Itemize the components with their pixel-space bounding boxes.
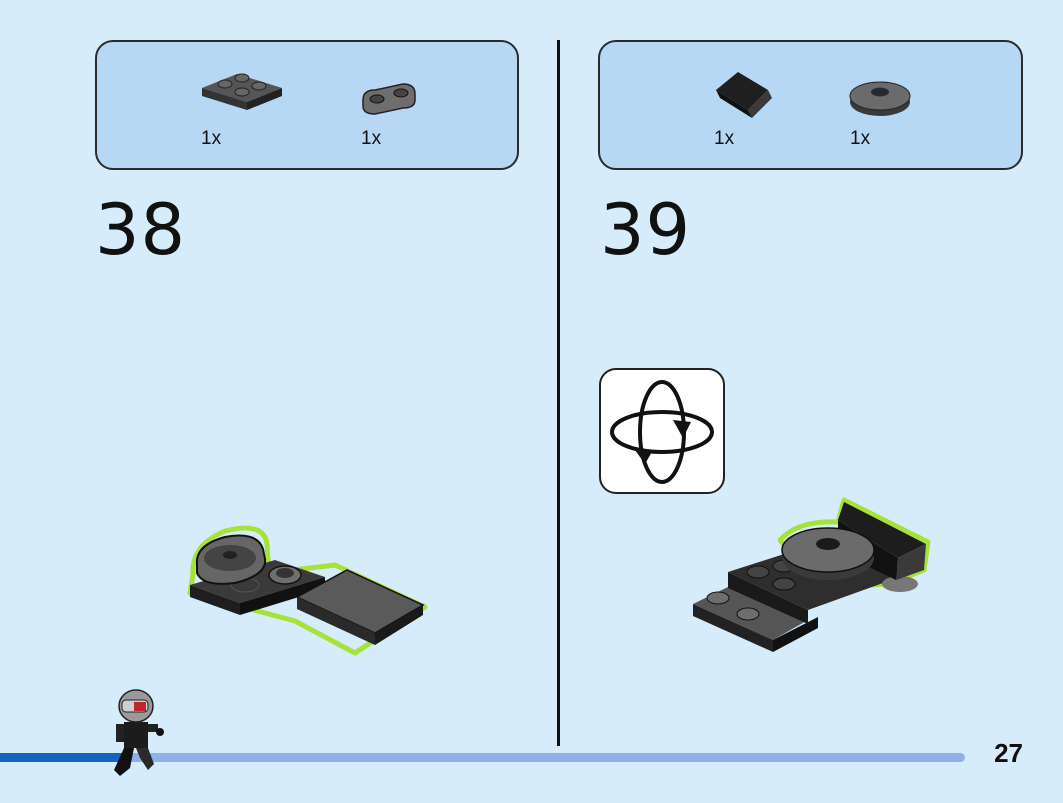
plate-1x2-rounded-icon	[362, 83, 416, 115]
minifigure-icon	[114, 689, 164, 776]
step39-parts-box: 1x 1x	[598, 40, 1023, 170]
slope-brick-icon	[716, 72, 772, 118]
page-number: 27	[994, 738, 1023, 768]
step39-part2-qty: 1x	[850, 128, 871, 149]
plate-2x2-icon	[202, 73, 282, 110]
step38-parts-box: 1x 1x	[95, 40, 519, 170]
round-plate-2x2-icon	[849, 81, 911, 116]
progress-bar	[0, 753, 965, 762]
step38-part1-qty: 1x	[201, 128, 222, 149]
step39-part1-qty: 1x	[714, 128, 735, 149]
step39-model	[693, 497, 931, 652]
page-divider	[557, 40, 560, 746]
rotate-model-icon	[599, 368, 725, 494]
step39-number: 39	[600, 189, 692, 271]
step38-number: 38	[95, 189, 187, 271]
step38-part2-qty: 1x	[361, 128, 382, 149]
step38-model	[187, 525, 428, 656]
